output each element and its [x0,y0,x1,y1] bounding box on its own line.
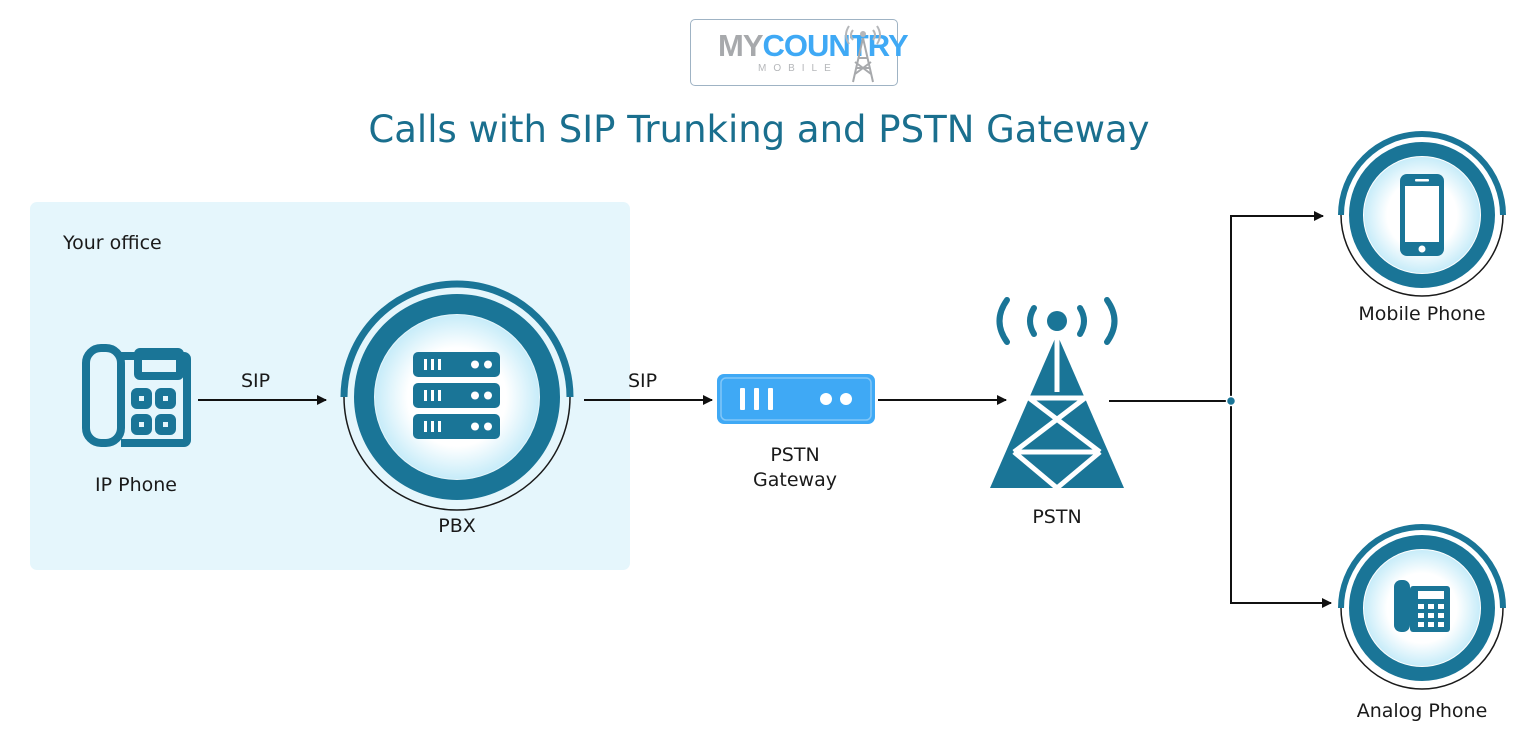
edge-junction-analog [1230,401,1332,608]
logo-subtext: MOBILE [758,63,838,74]
ip-phone-icon [82,344,191,447]
logo-tower-icon [845,25,881,83]
edge-label-sip-1: SIP [241,370,271,392]
pstn-tower-icon [990,297,1124,492]
mobile-phone-label: Mobile Phone [1358,303,1486,325]
gateway-device-icon [717,374,875,424]
pbx-label: PBX [438,515,476,537]
gateway-label-line2: Gateway [753,469,837,491]
ip-phone-label: IP Phone [95,474,177,496]
analog-phone-icon [1338,524,1506,690]
logo-frame [690,19,898,86]
edge-junction-mobile [1230,211,1324,401]
analog-phone-label: Analog Phone [1356,700,1488,722]
edge-label-sip-2: SIP [628,370,658,392]
junction-dot [1225,395,1237,407]
logo-text-country: COUNTRY [762,28,909,63]
logo: MYCOUNTRY [718,28,909,63]
logo-text-my: MY [718,28,763,63]
pbx-server-icon [340,280,574,511]
pstn-label: PSTN [1032,506,1082,528]
gateway-label-line1: PSTN [770,444,820,466]
office-label: Your office [63,232,162,254]
mobile-phone-icon [1338,131,1506,297]
diagram-title: Calls with SIP Trunking and PSTN Gateway [368,108,1150,151]
